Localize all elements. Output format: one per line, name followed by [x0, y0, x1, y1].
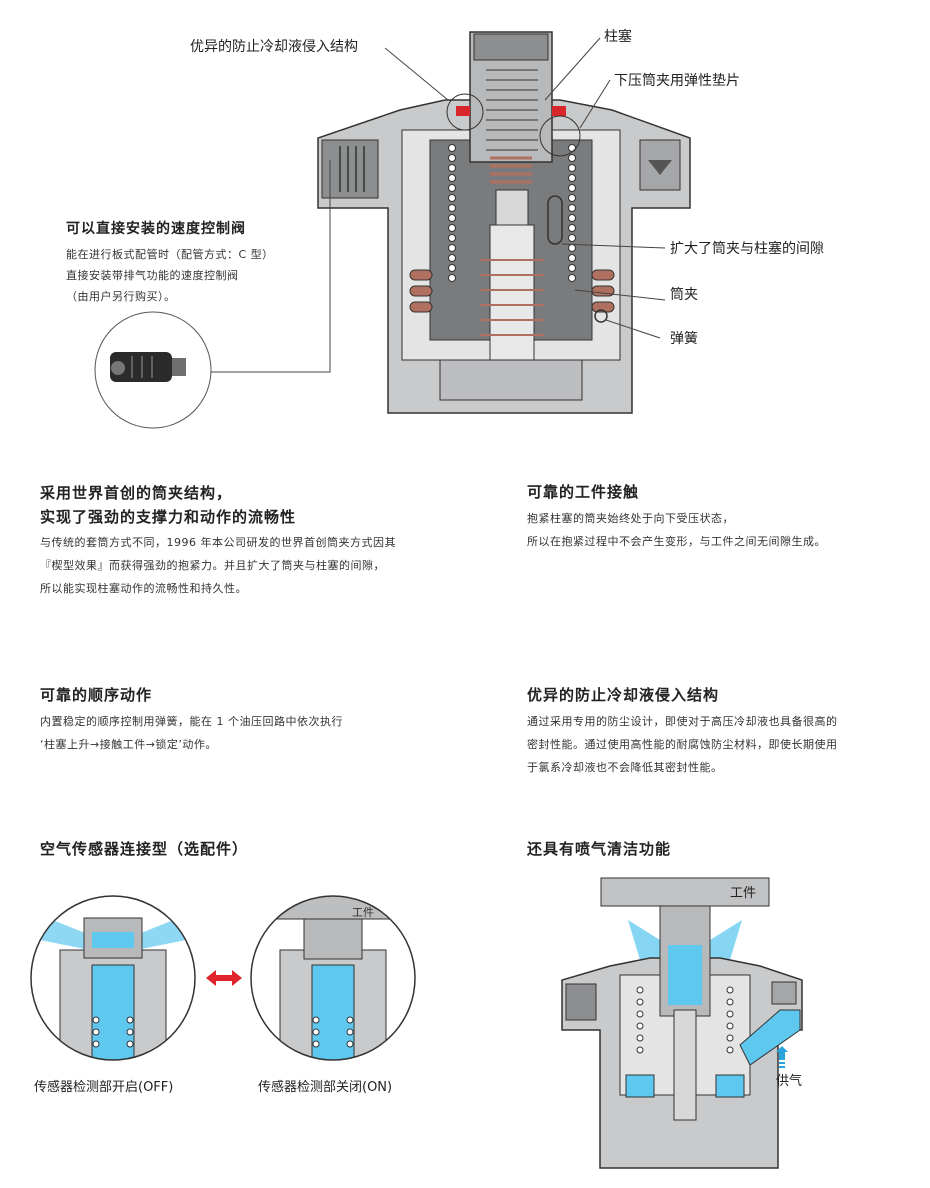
seal-right [552, 106, 566, 116]
sensor-off-detail [31, 896, 195, 1060]
air-supply-arrow [776, 1046, 788, 1060]
sequence-title: 可靠的顺序动作 [40, 686, 153, 704]
callout-plunger: 柱塞 [604, 29, 632, 45]
collet-structure-title: 采用世界首创的筒夹结构， 实现了强劲的支撑力和动作的流畅性 [40, 484, 297, 526]
speed-valve-photo [94, 311, 212, 429]
sequence-desc: 内置稳定的顺序控制用弹簧，能在 1 个油压回路中依次执行 ‘柱塞上升→接触工件→… [40, 715, 343, 751]
air-blow-workpiece-label: 工件 [730, 886, 757, 901]
speed-valve-title: 可以直接安装的速度控制阀 [66, 221, 246, 237]
callout-collet: 筒夹 [670, 287, 698, 303]
caption-sensor-off: 传感器检测部开启(OFF) [34, 1080, 174, 1095]
speed-valve-port [321, 139, 379, 199]
callout-elastic-pad: 下压筒夹用弹性垫片 [614, 73, 740, 89]
coolant-title: 优异的防止冷却液侵入结构 [527, 686, 720, 704]
main-cross-section-diagram [210, 31, 691, 414]
air-supply-label: 供气 [776, 1074, 803, 1089]
air-blow-title: 还具有喷气清洁功能 [527, 840, 672, 858]
callout-enlarged-gap: 扩大了筒夹与柱塞的间隙 [670, 241, 824, 257]
callout-coolant-structure: 优异的防止冷却液侵入结构 [190, 39, 358, 55]
callout-spring: 弹簧 [670, 331, 698, 347]
seal-left [456, 106, 470, 116]
toggle-arrow [206, 970, 242, 986]
workpiece-contact-title: 可靠的工件接触 [527, 483, 640, 501]
coolant-desc: 通过采用专用的防尘设计，即使对于高压冷却液也具备很高的 密封性能。通过使用高性能… [527, 715, 838, 774]
sensor-workpiece-label: 工件 [352, 906, 374, 919]
workpiece-contact-desc: 抱紧柱塞的筒夹始终处于向下受压状态， 所以在抱紧过程中不会产生变形，与工件之间无… [527, 512, 826, 548]
caption-sensor-on: 传感器检测部关闭(ON) [258, 1080, 393, 1095]
speed-valve-desc: 能在进行板式配管时（配管方式：C 型） 直接安装带排气功能的速度控制阀 （由用户… [66, 248, 274, 303]
air-sensor-title: 空气传感器连接型（选配件） [40, 840, 249, 858]
collet-structure-desc: 与传统的套筒方式不同，1996 年本公司研发的世界首创筒夹方式因其 『楔型效果』… [40, 536, 396, 595]
